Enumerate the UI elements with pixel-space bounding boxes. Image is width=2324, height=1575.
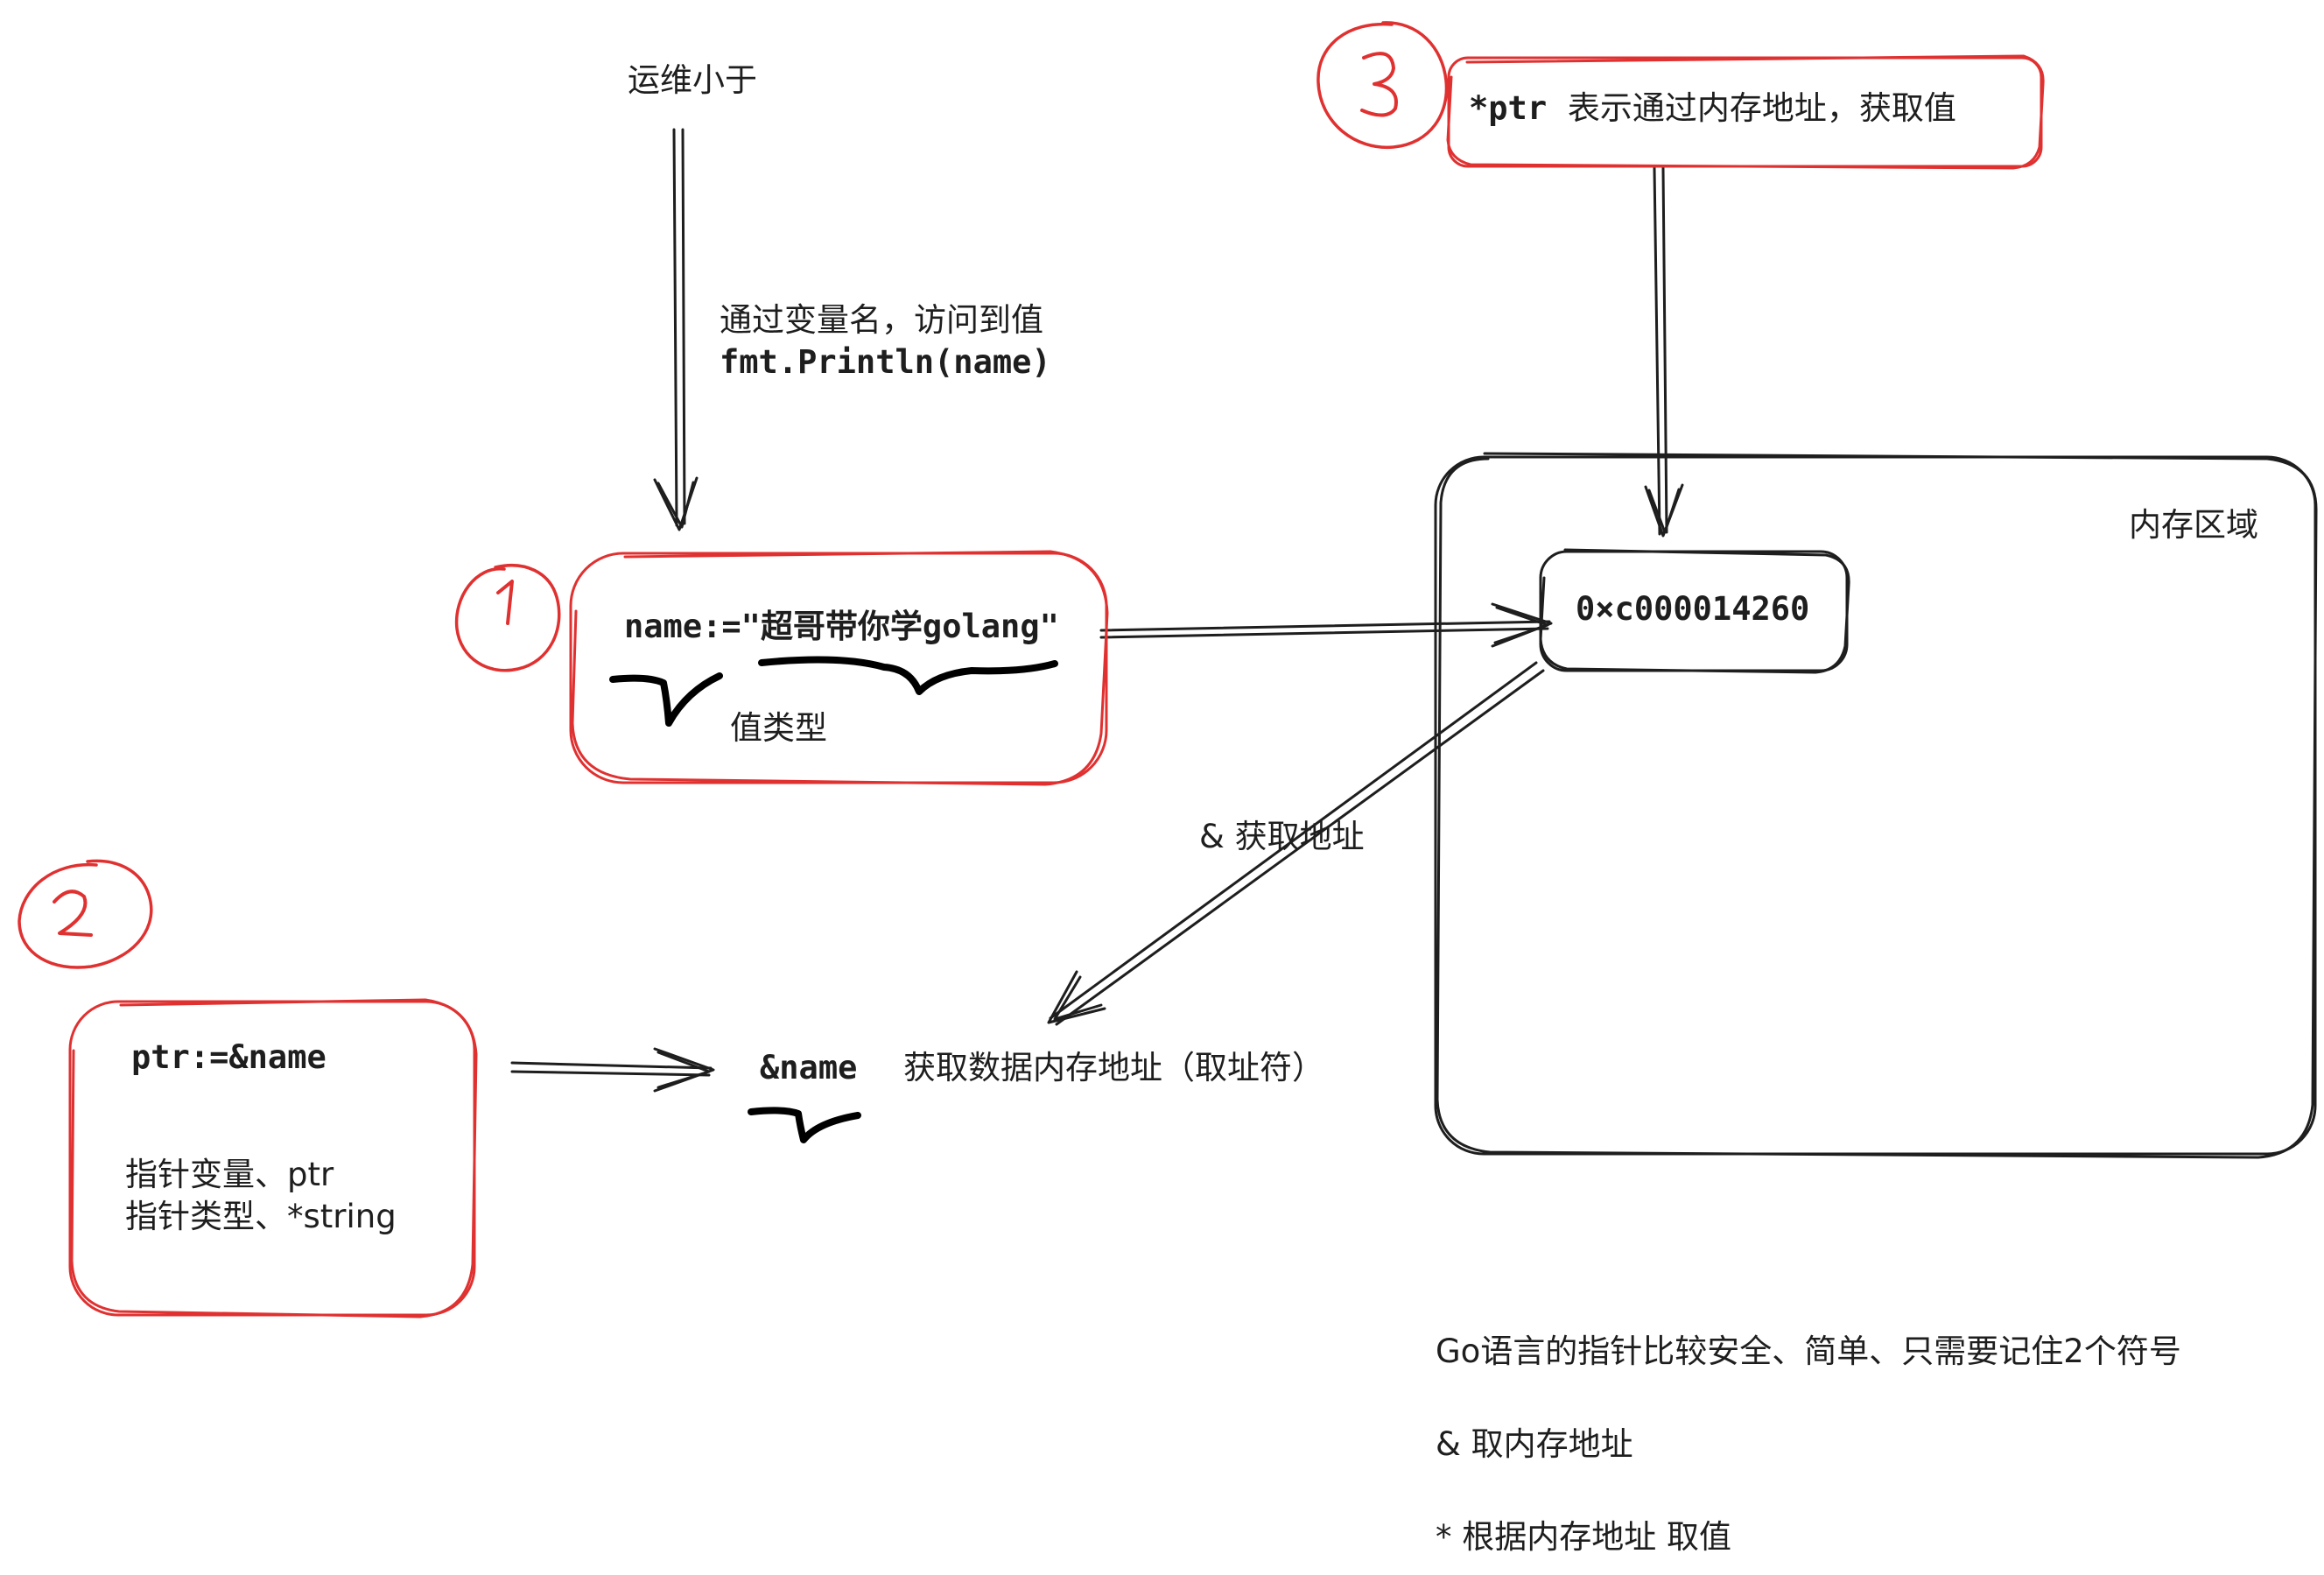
- code-suffix: ": [1039, 608, 1059, 645]
- variable-access-note: 通过变量名，访问到值 fmt.Println(name): [720, 299, 1051, 383]
- arrow-ptr-to-address-operator: [510, 1047, 715, 1093]
- arrow-author-to-name: [653, 128, 699, 531]
- variable-access-text: 通过变量名，访问到值: [720, 301, 1043, 339]
- memory-address-box: [1539, 548, 1850, 674]
- dereference-code: *ptr: [1469, 89, 1548, 127]
- scribble-under-name: [609, 672, 723, 727]
- pointer-description: 指针变量、ptr 指针类型、*string: [125, 1154, 397, 1238]
- name-declaration-box: [569, 550, 1109, 786]
- circle-marker-3: [1316, 21, 1449, 150]
- dereference-description: 表示通过内存地址，获取值: [1567, 89, 1956, 127]
- memory-area-box: [1434, 452, 2318, 1159]
- address-operator-code: &name: [760, 1049, 858, 1086]
- pointer-declaration-code: ptr:=&name: [131, 1038, 326, 1076]
- println-code: fmt.Println(name): [720, 343, 1051, 382]
- name-declaration-code: name:="超哥带你学golang": [624, 606, 1059, 648]
- code-string-value: 超哥带你学golang: [760, 608, 1040, 645]
- author-label: 运维小于: [628, 61, 757, 99]
- code-prefix: name:=": [624, 608, 761, 645]
- address-operator-description: 获取数据内存地址（取址符）: [903, 1049, 1324, 1086]
- arrow-get-address: [1047, 661, 1545, 1026]
- pointer-variable-box: [68, 998, 478, 1318]
- scribble-under-address-operator: [748, 1107, 861, 1143]
- arrow-name-to-address: [1099, 602, 1553, 648]
- circle-marker-2: [18, 859, 153, 969]
- get-address-label: & 获取地址: [1199, 818, 1365, 855]
- summary-item-dereference: * 根据内存地址 取值: [1436, 1518, 1732, 1556]
- pointer-type-text: 指针类型、*string: [125, 1198, 397, 1236]
- digit-3: [1360, 52, 1398, 117]
- digit-2: [53, 889, 93, 937]
- scribble-under-value: [758, 656, 1058, 695]
- digit-1: [496, 580, 514, 625]
- pointer-variable-text: 指针变量、ptr: [125, 1156, 334, 1193]
- dereference-box: [1446, 54, 2045, 170]
- summary-title: Go语言的指针比较安全、简单、只需要记住2个符号: [1436, 1332, 2181, 1370]
- arrow-deref-to-address: [1644, 166, 1684, 538]
- memory-area-title: 内存区域: [2129, 506, 2258, 544]
- circle-marker-1: [454, 564, 561, 672]
- memory-address-value: 0×c000014260: [1576, 590, 1810, 628]
- value-type-label: 值类型: [730, 709, 827, 747]
- summary-item-address: & 取内存地址: [1436, 1425, 1633, 1463]
- dereference-text: *ptr 表示通过内存地址，获取值: [1469, 88, 1956, 130]
